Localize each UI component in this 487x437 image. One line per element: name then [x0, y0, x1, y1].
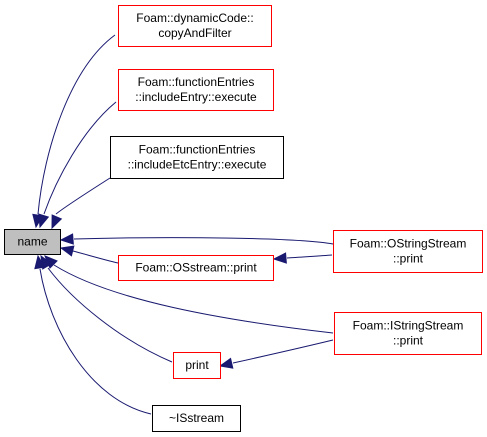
node-label: Foam::functionEntries — [139, 143, 256, 157]
node-print[interactable]: print — [173, 352, 221, 379]
node-label: Foam::dynamicCode:: — [136, 11, 253, 25]
edges-layer — [32, 34, 334, 415]
node-label: copyAndFilter — [158, 26, 231, 40]
edge-ostringPrint-to-name — [59, 233, 334, 245]
node-box — [152, 405, 241, 432]
arrowhead — [38, 213, 50, 229]
node-istringPrint[interactable]: Foam::IStringStream::print — [334, 312, 482, 355]
node-isstreamDtor[interactable]: ~ISstream — [152, 405, 241, 432]
edge-includeEtcEntry-to-name — [51, 177, 111, 230]
node-box — [110, 136, 284, 179]
edge-line — [55, 177, 111, 215]
node-box — [4, 229, 61, 255]
node-label: name — [17, 235, 47, 249]
node-label: print — [185, 358, 209, 372]
node-label: ::print — [393, 252, 424, 266]
node-osstreamPrint[interactable]: Foam::OSstream::print — [118, 255, 274, 281]
edge-line — [43, 101, 117, 215]
edge-line — [39, 268, 152, 415]
edge-line — [37, 34, 116, 215]
node-includeEtcEntry[interactable]: Foam::functionEntries::includeEtcEntry::… — [110, 136, 284, 179]
arrowhead — [218, 357, 234, 369]
node-label: ::print — [393, 334, 424, 348]
arrowhead — [272, 252, 287, 264]
node-box — [118, 69, 274, 111]
node-copyAndFilter[interactable]: Foam::dynamicCode::copyAndFilter — [118, 5, 272, 47]
node-label: Foam::IStringStream — [353, 319, 464, 333]
edge-line — [232, 339, 334, 364]
node-label: Foam::OSstream::print — [135, 261, 257, 275]
node-label: Foam::functionEntries — [138, 75, 255, 89]
node-box — [118, 255, 274, 281]
edge-istringPrint-to-print — [218, 339, 334, 369]
node-label: ::includeEntry::execute — [135, 90, 257, 104]
node-box — [118, 5, 272, 47]
node-box — [173, 352, 221, 379]
nodes-layer: nameFoam::dynamicCode::copyAndFilterFoam… — [4, 5, 483, 432]
node-ostringPrint[interactable]: Foam::OStringStream::print — [333, 230, 483, 273]
edge-line — [73, 237, 334, 245]
node-name: name — [4, 229, 61, 255]
edge-includeEntry-to-name — [38, 101, 117, 229]
node-box — [334, 312, 482, 355]
arrowhead — [51, 214, 63, 230]
edge-line — [53, 264, 334, 334]
arrowhead — [34, 254, 46, 270]
node-label: Foam::OStringStream — [350, 237, 467, 251]
edge-line — [47, 267, 173, 363]
edge-ostringPrint-to-osstreamPrint — [272, 252, 333, 264]
arrowhead — [59, 245, 75, 257]
node-label: ::includeEtcEntry::execute — [128, 158, 267, 172]
node-label: ~ISstream — [169, 411, 224, 425]
edge-copyAndFilter-to-name — [32, 34, 116, 229]
edge-line — [286, 254, 333, 259]
edge-osstreamPrint-to-name — [59, 245, 119, 264]
edge-isstreamDtor-to-name — [34, 254, 152, 415]
arrowhead — [59, 233, 74, 245]
edge-line — [72, 250, 119, 264]
node-includeEntry[interactable]: Foam::functionEntries::includeEntry::exe… — [118, 69, 274, 111]
node-box — [333, 230, 483, 273]
